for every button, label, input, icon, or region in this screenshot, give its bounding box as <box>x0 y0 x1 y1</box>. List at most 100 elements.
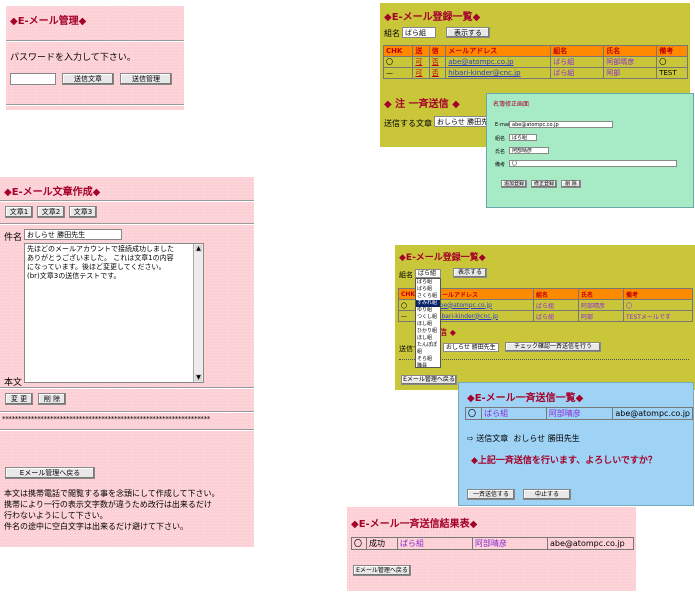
check-send-button[interactable]: チェック確認一斉送信を行う <box>505 342 601 352</box>
delete-button[interactable]: 削 除 <box>38 393 66 405</box>
group-cell: ばら組 <box>533 310 579 322</box>
broadcast-section: ◆ 注 一斉送信 ◆ <box>384 99 460 110</box>
group-cell: ばら組 <box>481 407 547 420</box>
scroll-down-icon[interactable]: ▼ <box>195 374 202 381</box>
tab-text1[interactable]: 文章1 <box>5 206 33 218</box>
email-link[interactable]: hibari-kinder@cnc.jp <box>433 310 534 322</box>
group-label: 組名 <box>384 29 400 38</box>
dropdown-option[interactable]: つくし組 <box>417 314 438 320</box>
back-to-manage-button[interactable]: Eメール管理へ戻る <box>353 565 411 576</box>
send-text-button[interactable]: 送信文章 <box>62 73 114 85</box>
back-to-manage-button[interactable]: Eメール管理へ戻る <box>5 467 95 479</box>
col-chk: CHK <box>382 45 414 57</box>
name-input[interactable]: 阿部晴彦 <box>509 147 549 154</box>
col-name: 氏名 <box>578 288 624 300</box>
dropdown-option[interactable]: さくら組 <box>417 293 438 299</box>
broadcast-send-button[interactable]: 一斉送信する <box>467 489 515 500</box>
dropdown-option[interactable]: ばら組 <box>417 286 433 292</box>
broadcast-result-panel: ◆E-メール一斉送信結果表◆ 〇 成功 ばら組 阿部晴彦 abe@atompc.… <box>347 507 636 591</box>
update-button[interactable]: 修正登録 <box>531 180 557 188</box>
name-label: 氏名 <box>495 149 506 155</box>
dropdown-option[interactable]: ほし組 <box>417 335 433 341</box>
dropdown-option[interactable]: ゆり組 <box>417 307 433 313</box>
table-header: CHK メールアドレス 組名 氏名 備考 <box>398 288 693 300</box>
note-cell: TEST <box>656 67 688 79</box>
show-button[interactable]: 表示する <box>453 268 487 278</box>
dropdown-option[interactable]: ばら組 <box>417 279 433 285</box>
send-arrow-icon: ⇨ <box>467 434 474 443</box>
scrollbar[interactable]: ▲ ▼ <box>193 244 203 382</box>
compose-title: ◆E-メール文章作成◆ <box>4 187 101 198</box>
tab-text3[interactable]: 文章3 <box>69 206 97 218</box>
group-select[interactable]: ばら組 <box>402 27 436 38</box>
col-email: メールアドレス <box>433 288 534 300</box>
send-text-value: おしらせ 勝田先生 <box>437 118 490 126</box>
group-select[interactable]: ばら組 <box>509 134 537 141</box>
table-row: 〇 abe@atompc.co.jp ばら組 阿部晴彦 〇 <box>398 299 693 311</box>
table-header: CHK 送 信 メールアドレス 組名 氏名 備考 <box>382 45 688 57</box>
dropdown-option[interactable]: ほし組 <box>417 321 433 327</box>
body-textarea[interactable]: 先ほどのメールアカウントで接続成功しました ありがとうございました。 これは文章… <box>24 243 204 383</box>
mail-input-value: abe@atompc.co.jp <box>512 122 559 128</box>
col-note: 備考 <box>656 45 688 57</box>
broadcast-result-title: ◆E-メール一斉送信結果表◆ <box>351 519 478 530</box>
add-button[interactable]: 追加登録 <box>501 180 527 188</box>
email-link[interactable]: hibari-kinder@cnc.jp <box>445 67 552 79</box>
subject-input-value: おしらせ 勝田先生 <box>27 231 86 239</box>
col-send: 送 <box>412 45 430 57</box>
row-marker: 〇 <box>464 407 483 420</box>
email-link[interactable]: abe@atompc.co.jp <box>445 56 552 68</box>
name-input-value: 阿部晴彦 <box>512 148 533 154</box>
group-dropdown-list[interactable]: ばら組 ばら組 さくら組 すみれ組 ゆり組 つくし組 ほし組 ひかり組 ほし組 … <box>415 278 441 368</box>
send-text-value: おしらせ 勝田先生 <box>446 344 496 351</box>
send-text-select[interactable]: おしらせ 勝田先生 <box>443 343 499 352</box>
login-panel: ◆E-メール管理◆ パスワードを入力して下さい。 送信文章 送信管理 <box>6 6 184 110</box>
subject-input[interactable]: おしらせ 勝田先生 <box>24 229 122 240</box>
row-marker: 〇 <box>351 537 367 550</box>
send-manage-button[interactable]: 送信管理 <box>120 73 172 85</box>
note-line: 行わないようにして下さい。 <box>4 511 108 520</box>
result-table: 〇 成功 ばら組 阿部晴彦 abe@atompc.co.jp <box>351 537 634 550</box>
table-row: 〇 成功 ばら組 阿部晴彦 abe@atompc.co.jp <box>351 537 634 550</box>
delete-button[interactable]: 削 除 <box>561 180 581 188</box>
chk-radio[interactable]: — <box>382 67 414 79</box>
send-text-select[interactable]: おしらせ 勝田先生 <box>434 116 490 127</box>
body-line: 先ほどのメールアカウントで接続成功しました <box>27 245 174 253</box>
group-select-value: ばら組 <box>405 29 426 37</box>
dropdown-option[interactable]: ひかり組 <box>417 328 438 334</box>
mail-input[interactable]: abe@atompc.co.jp <box>509 121 613 128</box>
divider <box>0 411 254 413</box>
group-cell: ばら組 <box>550 56 605 68</box>
show-button[interactable]: 表示する <box>446 27 490 38</box>
note-input[interactable]: 〇 <box>509 160 677 167</box>
divider <box>0 223 254 225</box>
note-cell: 〇 <box>656 56 688 68</box>
dropdown-option[interactable]: 職員 <box>417 363 428 368</box>
col-name: 氏名 <box>603 45 658 57</box>
ng-link[interactable]: 否 <box>428 67 447 79</box>
password-input[interactable] <box>10 73 56 85</box>
send-text-label: 送信する文章 <box>384 119 432 128</box>
send-text-value: おしらせ 勝田先生 <box>513 434 580 443</box>
cancel-button[interactable]: 中止する <box>523 489 571 500</box>
ng-link[interactable]: 否 <box>428 56 447 68</box>
chk-radio[interactable]: 〇 <box>382 56 414 68</box>
login-title: ◆E-メール管理◆ <box>10 16 87 27</box>
name-cell: 阿部晴彦 <box>472 537 548 550</box>
dropdown-option-selected[interactable]: すみれ組 <box>416 300 440 307</box>
tab-text2[interactable]: 文章2 <box>37 206 65 218</box>
table-row: — 可 否 hibari-kinder@cnc.jp ばら組 阿部 TEST <box>382 67 688 79</box>
ok-link[interactable]: 可 <box>412 56 430 68</box>
dropdown-option[interactable]: そら組 <box>417 356 433 362</box>
divider <box>6 40 184 42</box>
back-to-manage-button[interactable]: Eメール管理へ戻る <box>401 375 457 385</box>
registration-table: CHK メールアドレス 組名 氏名 備考 〇 abe@atompc.co.jp … <box>398 288 693 322</box>
ok-link[interactable]: 可 <box>412 67 430 79</box>
subject-label: 件名 <box>4 233 23 243</box>
change-button[interactable]: 変 更 <box>5 393 33 405</box>
group-select[interactable]: ばら組 <box>415 269 441 278</box>
email-link[interactable]: abe@atompc.co.jp <box>433 299 534 311</box>
dropdown-option[interactable]: たんぽぽ組 <box>417 342 438 355</box>
note-label: 備考 <box>495 162 506 168</box>
scroll-up-icon[interactable]: ▲ <box>195 245 202 252</box>
